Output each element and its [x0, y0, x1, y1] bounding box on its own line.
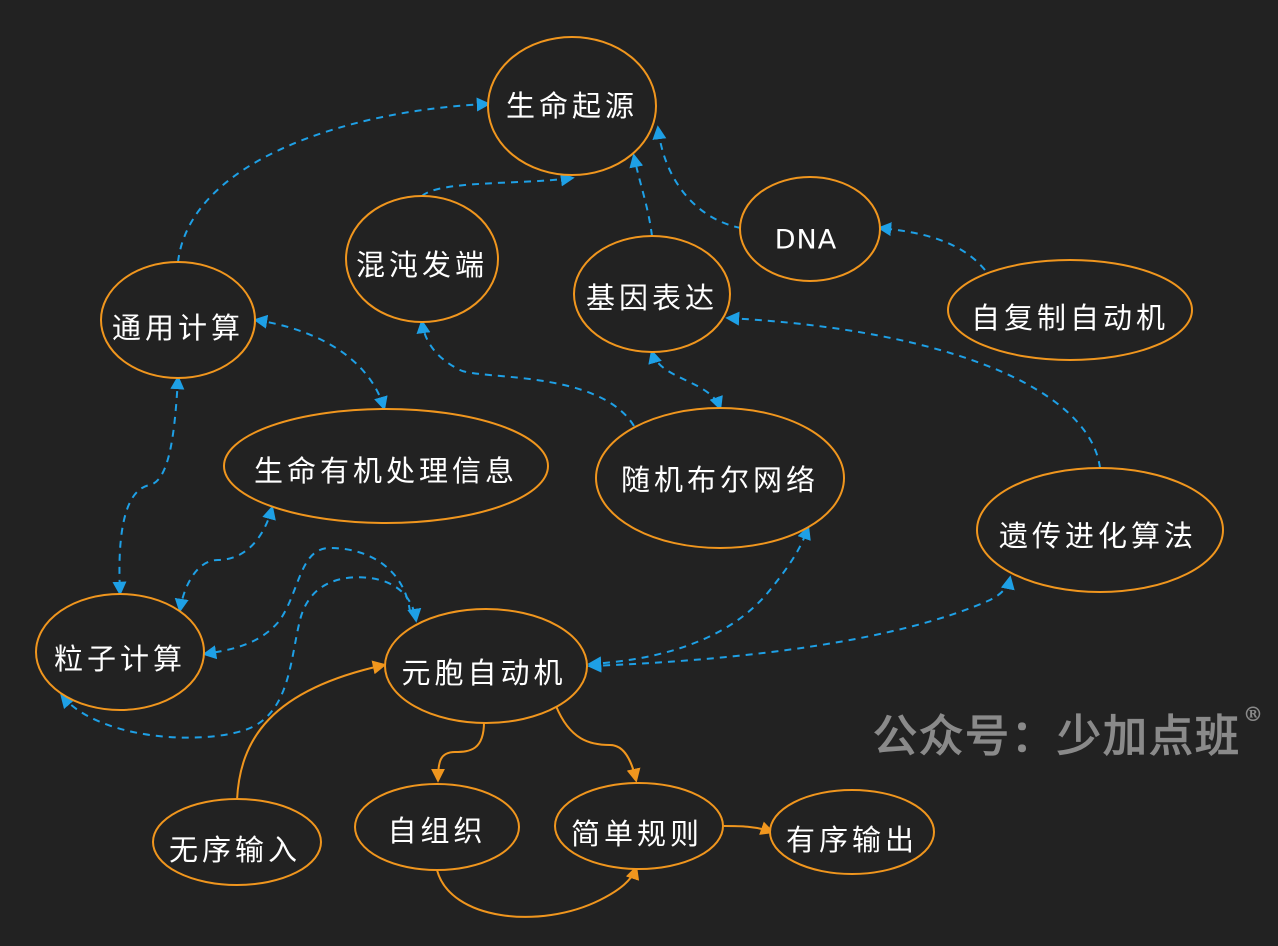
link-chaos-origin [421, 172, 575, 197]
link-universal-info [253, 314, 388, 411]
node-self-organization-label: 自组织 [387, 814, 486, 848]
dashed-links [60, 97, 1101, 739]
node-universal-label: 通用计算 [112, 311, 244, 345]
node-particle-label: 粒子计算 [54, 642, 186, 676]
link-universal-origin [177, 97, 491, 263]
node-simple-rules-label: 简单规则 [571, 817, 703, 851]
node-genetic-label: 遗传进化算法 [999, 519, 1197, 553]
node-boolean-label: 随机布尔网络 [621, 463, 819, 497]
node-gene[interactable]: 基因表达 [573, 235, 731, 353]
link-selfrep-dna [877, 222, 986, 271]
link-disorder-cellular [236, 660, 387, 801]
node-disorder-input-label: 无序输入 [169, 833, 301, 867]
registered-mark: ® [1243, 702, 1265, 727]
node-info[interactable]: 生命有机处理信息 [223, 408, 549, 524]
solid-links [236, 660, 775, 918]
node-chaos[interactable]: 混沌发端 [345, 195, 499, 323]
node-origin[interactable]: 生命起源 [487, 36, 657, 176]
node-genetic[interactable]: 遗传进化算法 [976, 467, 1224, 593]
link-dna-origin [652, 125, 742, 229]
link-cellular-particle [202, 546, 411, 660]
node-self-replicating-label: 自复制自动机 [971, 301, 1169, 335]
link-cellular-selforg [431, 721, 485, 783]
node-simple-rules[interactable]: 简单规则 [554, 782, 724, 870]
link-universal-particle [112, 375, 185, 596]
node-self-organization[interactable]: 自组织 [354, 783, 520, 871]
node-origin-label: 生命起源 [506, 89, 638, 123]
node-particle[interactable]: 粒子计算 [35, 593, 205, 711]
node-universal[interactable]: 通用计算 [100, 261, 256, 379]
node-self-replicating[interactable]: 自复制自动机 [947, 259, 1193, 361]
node-disorder-input[interactable]: 无序输入 [152, 798, 322, 886]
node-cellular[interactable]: 元胞自动机 [384, 608, 588, 724]
watermark: 公众号：少加点班® [873, 700, 1265, 764]
link-boolean-chaos [416, 319, 635, 427]
node-boolean[interactable]: 随机布尔网络 [595, 407, 845, 549]
node-dna[interactable]: DNA [739, 176, 881, 282]
watermark-text: 公众号：少加点班 [873, 711, 1241, 762]
link-gene-boolean [648, 349, 723, 411]
node-gene-label: 基因表达 [586, 281, 718, 315]
node-order-output[interactable]: 有序输出 [769, 789, 935, 875]
node-dna-label: DNA [775, 225, 837, 256]
link-cellular-genetic [587, 575, 1015, 673]
node-cellular-label: 元胞自动机 [401, 656, 566, 690]
node-order-output-label: 有序输出 [786, 823, 918, 857]
link-gene-origin [629, 153, 653, 237]
link-cellular-simple [555, 705, 641, 783]
link-cellular-boolean [587, 525, 811, 671]
link-selforg-simple [436, 865, 640, 918]
link-info-particle [174, 505, 276, 613]
node-info-label: 生命有机处理信息 [254, 454, 518, 488]
link-simple-order [723, 821, 775, 835]
node-chaos-label: 混沌发端 [356, 248, 488, 282]
link-particle-cellular [60, 576, 422, 739]
